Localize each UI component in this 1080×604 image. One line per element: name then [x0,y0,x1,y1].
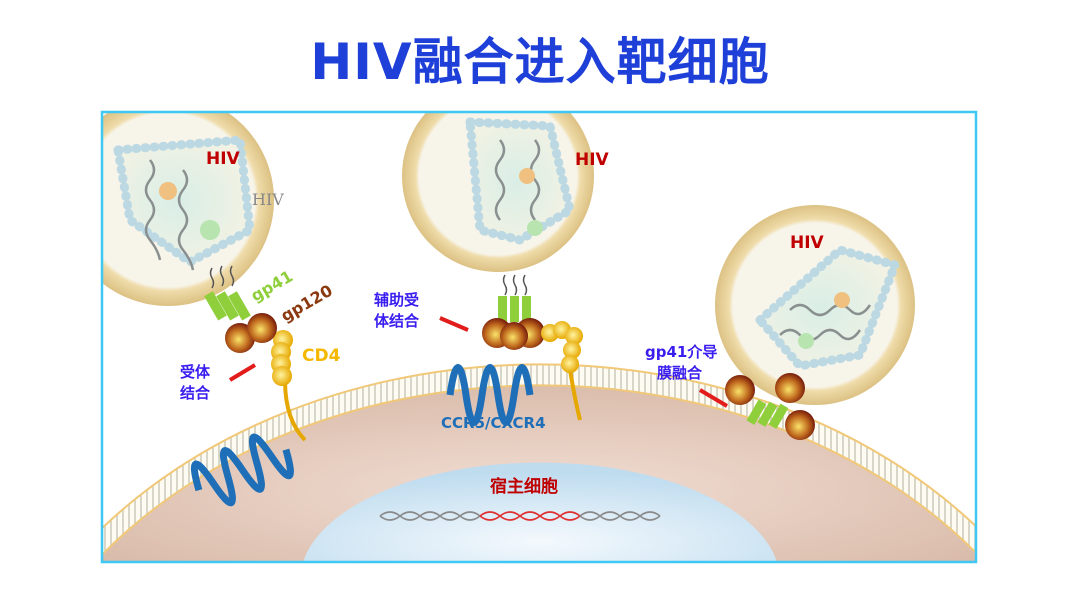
arrow-coreceptor-binding [439,316,469,332]
cd4-receptor-1 [271,330,307,442]
hiv-label-3: HIV [790,233,825,253]
host-cell-label: 宿主细胞 [490,476,558,497]
coreceptor-label: CCR5/CXCR4 [441,414,546,432]
arrow-membrane-fusion [698,388,729,408]
cd4-label: CD4 [302,346,341,366]
diagram-frame [100,110,978,564]
gp-complex-2 [482,274,583,421]
arrow-receptor-binding [228,363,257,382]
hiv-virion-3 [715,205,915,405]
hiv-label-1-gray: HIV [252,190,284,209]
gp41-label: gp41 [248,266,297,305]
fusion-label-2: 膜融合 [657,364,703,382]
hiv-virion-2 [402,113,594,272]
coreceptor-left [190,433,294,507]
hiv-label-1: HIV [206,149,241,169]
receptor-binding-label-2: 结合 [180,384,211,402]
gp-complex-fusion [725,373,815,440]
dna-helix [379,511,661,521]
gp-complex-1 [204,265,277,353]
page-title: HIV融合进入靶细胞 [310,33,770,91]
hiv-virion-1 [103,113,274,306]
receptor-binding-label-1: 受体 [180,363,211,381]
coreceptor-binding-label-1: 辅助受 [374,291,419,309]
coreceptor-center [446,364,534,426]
nucleus [303,462,777,561]
coreceptor-binding-label-2: 体结合 [374,312,420,330]
hiv-label-2: HIV [575,150,610,170]
fusion-label-1: gp41介导 [645,343,717,361]
